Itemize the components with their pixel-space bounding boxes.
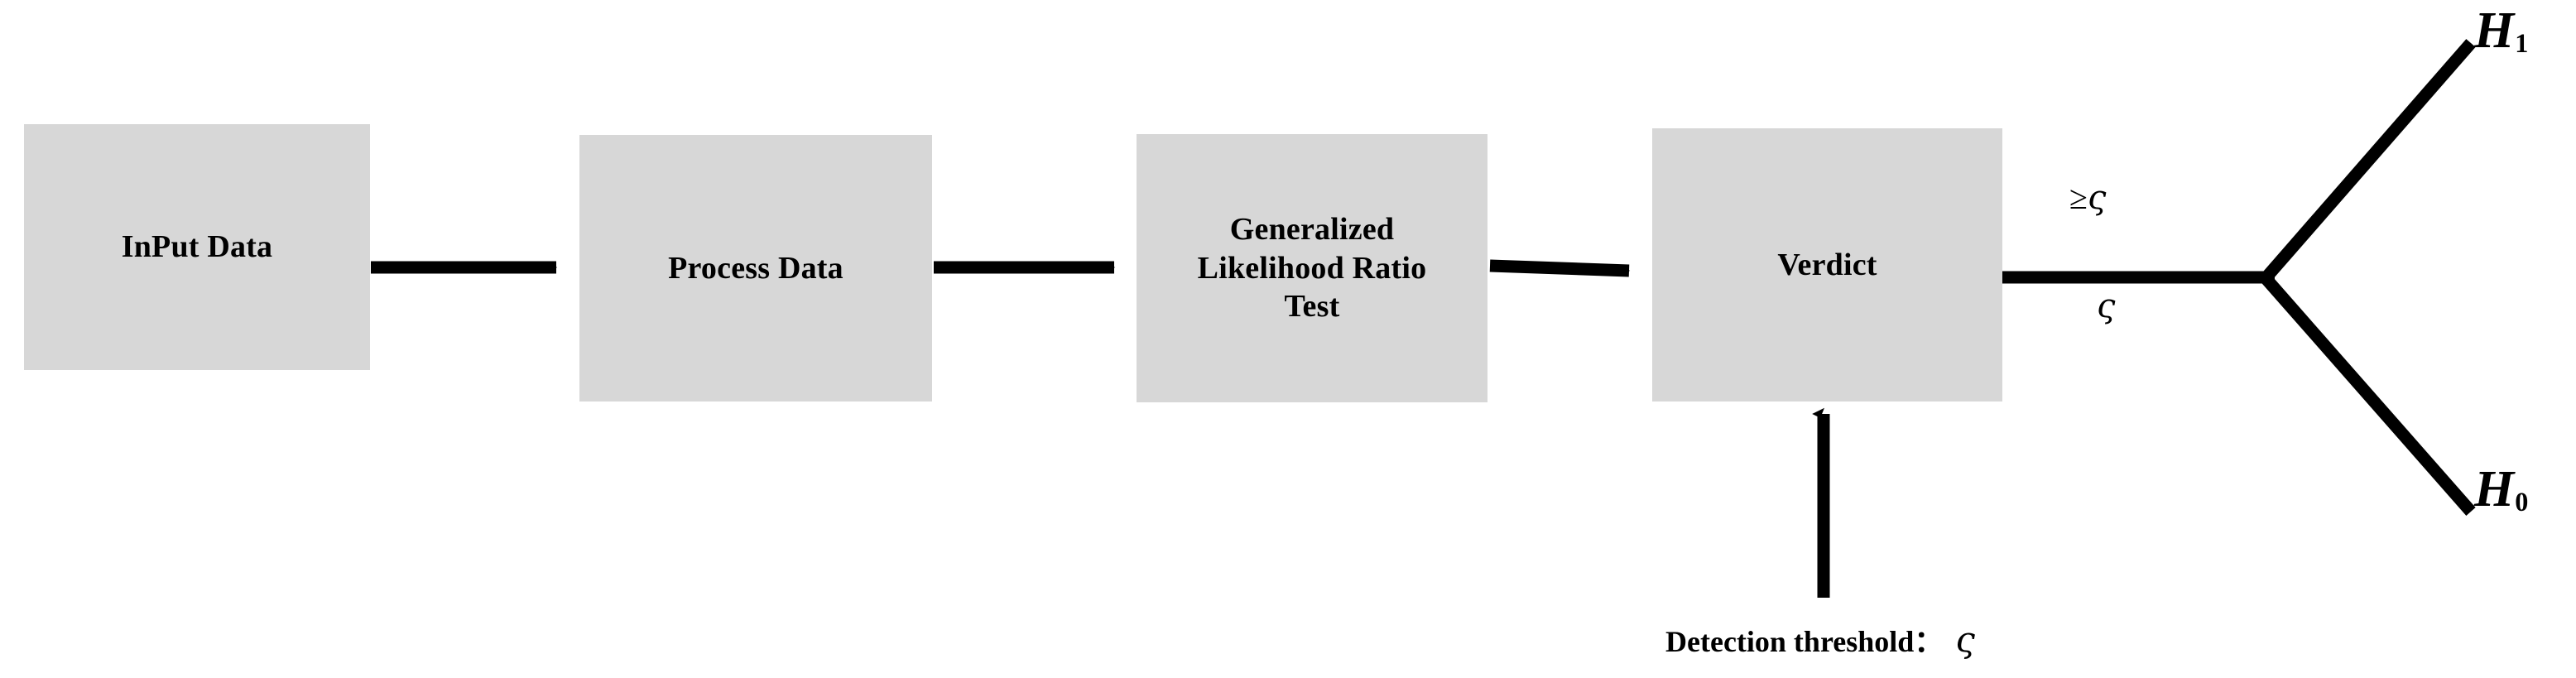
detection-threshold-text: Detection threshold： bbox=[1665, 625, 1944, 658]
process-box-input-data[interactable]: InPut Data bbox=[24, 124, 370, 370]
process-box-label: Generalized Likelihood Ratio Test bbox=[1197, 212, 1427, 325]
threshold-symbol-lower: ς bbox=[2097, 287, 2116, 325]
threshold-symbol-upper: ς bbox=[2087, 179, 2107, 217]
hypothesis-label-h0: H0 bbox=[2474, 460, 2528, 519]
hypothesis-base: H bbox=[2474, 2, 2515, 59]
process-box-glrt[interactable]: Generalized Likelihood Ratio Test bbox=[1137, 134, 1487, 402]
arrow-glrt-to-verdict bbox=[1489, 259, 1631, 277]
hypothesis-base: H bbox=[2474, 461, 2515, 517]
hypothesis-label-h1: H1 bbox=[2474, 2, 2528, 60]
branch-label-upper: ≥ς bbox=[2069, 178, 2106, 217]
process-box-label: Verdict bbox=[1777, 247, 1877, 282]
detection-threshold-symbol: ς bbox=[1955, 619, 1975, 660]
process-box-label: Process Data bbox=[668, 250, 843, 286]
process-box-label: InPut Data bbox=[121, 229, 273, 265]
branch-line-h1 bbox=[2261, 39, 2476, 282]
greater-equal-symbol: ≥ bbox=[2069, 179, 2088, 216]
process-box-process-data[interactable]: Process Data bbox=[579, 135, 932, 402]
hypothesis-subscript: 1 bbox=[2515, 27, 2529, 58]
branch-label-lower: ς bbox=[2097, 286, 2115, 325]
branch-line-h0 bbox=[2261, 274, 2476, 516]
detection-threshold-caption: Detection threshold： ς bbox=[1665, 618, 1975, 661]
hypothesis-subscript: 0 bbox=[2515, 486, 2529, 517]
process-box-verdict[interactable]: Verdict bbox=[1652, 128, 2002, 402]
